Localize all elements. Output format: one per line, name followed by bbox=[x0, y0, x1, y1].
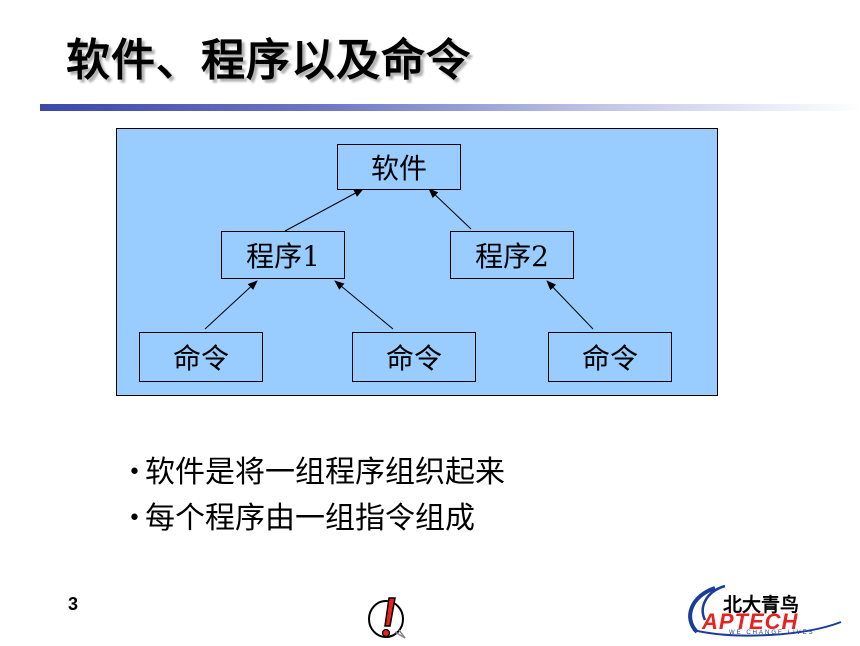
arrow-command2-to-program1 bbox=[334, 280, 394, 330]
bullet-item: • 软件是将一组程序组织起来 bbox=[128, 450, 505, 496]
logo-name-en: APTECH bbox=[702, 609, 799, 634]
logo-name-cn: 北大青鸟 bbox=[723, 594, 800, 616]
brand-logo: 北大青鸟 APTECH WE CHANGE LIVES bbox=[675, 578, 845, 640]
node-program-1: 程序1 bbox=[221, 231, 345, 279]
title-underline bbox=[40, 104, 860, 111]
arrow-command1-to-program1 bbox=[204, 280, 258, 330]
arrow-program1-to-software bbox=[284, 188, 364, 232]
node-command-2: 命令 bbox=[352, 332, 476, 382]
diagram-arrows bbox=[204, 188, 594, 330]
bullet-item: • 每个程序由一组指令组成 bbox=[128, 496, 505, 542]
hierarchy-diagram: 软件 程序1 程序2 命令 命令 命令 bbox=[116, 128, 718, 396]
arrow-program2-to-software bbox=[428, 188, 472, 230]
bullet-marker: • bbox=[128, 460, 141, 485]
slide-title: 软件、程序以及命令 bbox=[66, 35, 471, 86]
exclamation-icon bbox=[365, 592, 411, 646]
node-command-3: 命令 bbox=[548, 332, 672, 382]
logo-swoosh-icon bbox=[688, 584, 842, 637]
page-number: 3 bbox=[68, 594, 79, 614]
node-program-2: 程序2 bbox=[450, 231, 574, 279]
node-software: 软件 bbox=[337, 144, 461, 190]
logo-tagline: WE CHANGE LIVES bbox=[729, 630, 815, 636]
bullet-list: • 软件是将一组程序组织起来 • 每个程序由一组指令组成 bbox=[128, 450, 505, 542]
arrow-command3-to-program2 bbox=[546, 280, 594, 330]
bullet-text: 软件是将一组程序组织起来 bbox=[144, 455, 505, 490]
bullet-marker: • bbox=[128, 506, 141, 531]
bullet-text: 每个程序由一组指令组成 bbox=[144, 501, 475, 536]
node-command-1: 命令 bbox=[139, 332, 263, 382]
